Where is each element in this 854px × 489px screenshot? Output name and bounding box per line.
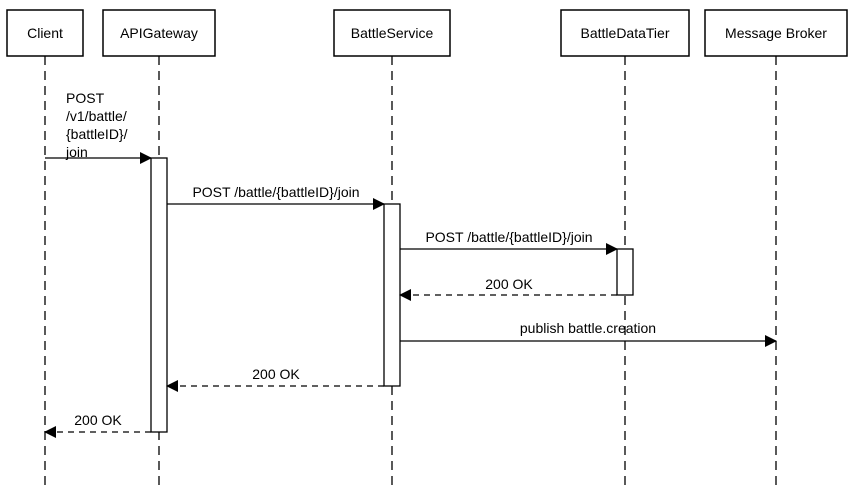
participant-client: Client	[6, 9, 84, 57]
participant-label: APIGateway	[120, 25, 198, 41]
message-label: 200 OK	[485, 276, 533, 292]
activation-bar-service	[383, 203, 401, 387]
participants: Client APIGateway BattleService BattleDa…	[6, 9, 848, 57]
message-datatier-to-service-reply: 200 OK	[399, 276, 617, 301]
participant-service: BattleService	[333, 9, 451, 57]
message-label: POST /battle/{battleID}/join	[192, 184, 359, 200]
message-label-line: POST	[66, 90, 105, 106]
message-service-to-gateway-reply: 200 OK	[166, 366, 384, 392]
message-gateway-to-service: POST /battle/{battleID}/join	[167, 184, 385, 210]
participant-label: BattleDataTier	[581, 25, 670, 41]
message-service-to-broker: publish battle.creation	[400, 320, 777, 347]
participant-box	[333, 9, 451, 57]
participant-label: Client	[27, 25, 63, 41]
message-label: publish battle.creation	[520, 320, 656, 336]
message-label: 200 OK	[74, 412, 122, 428]
message-label: POST /battle/{battleID}/join	[425, 229, 592, 245]
activation-bar-datatier	[616, 248, 634, 296]
message-label-line: join	[65, 144, 88, 160]
message-service-to-datatier: POST /battle/{battleID}/join	[400, 229, 618, 255]
message-label: POST /v1/battle/ {battleID}/ join	[65, 90, 131, 160]
messages: POST /v1/battle/ {battleID}/ join POST /…	[44, 90, 777, 438]
participant-box	[704, 9, 848, 57]
participant-gateway: APIGateway	[102, 9, 216, 57]
message-label-line: /v1/battle/	[66, 108, 127, 124]
participant-datatier: BattleDataTier	[560, 9, 690, 57]
message-label-line: {battleID}/	[66, 126, 128, 142]
participant-box	[6, 9, 84, 57]
message-client-to-gateway: POST /v1/battle/ {battleID}/ join	[45, 90, 152, 164]
message-gateway-to-client-reply: 200 OK	[44, 412, 151, 438]
participant-broker: Message Broker	[704, 9, 848, 57]
message-label: 200 OK	[252, 366, 300, 382]
activation-bar-gateway	[150, 157, 168, 433]
participant-box	[102, 9, 216, 57]
participant-box	[560, 9, 690, 57]
participant-label: Message Broker	[725, 25, 827, 41]
participant-label: BattleService	[351, 25, 434, 41]
